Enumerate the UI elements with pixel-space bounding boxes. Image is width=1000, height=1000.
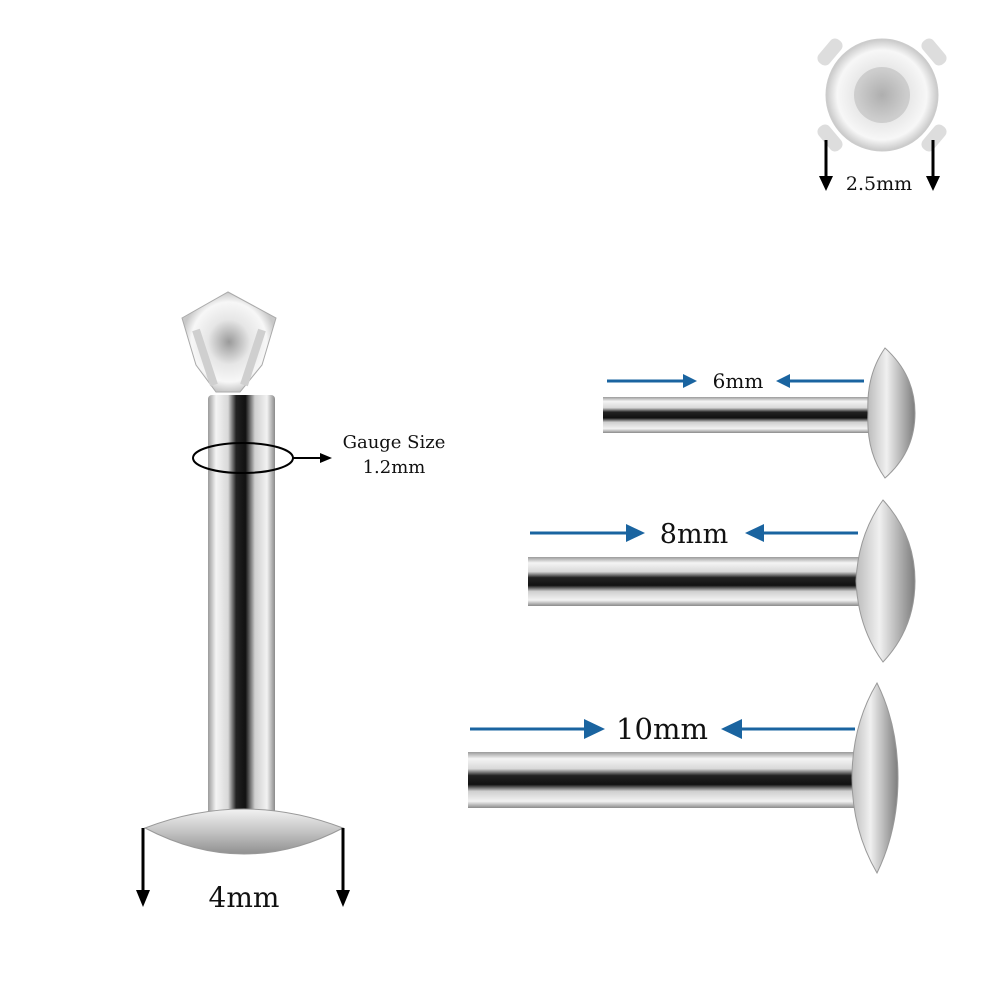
post-length-label: 10mm xyxy=(616,712,708,746)
disc-width-arrows xyxy=(136,828,350,907)
prong-icon xyxy=(817,38,843,66)
stud-shaft xyxy=(208,395,275,825)
post-shaft xyxy=(528,557,862,606)
disc-size-label: 4mm xyxy=(209,881,280,914)
gem-width-arrows xyxy=(819,140,940,191)
gem-detail: 2.5mm xyxy=(817,38,947,195)
post-shaft xyxy=(468,752,858,808)
post-10mm: 10mm xyxy=(468,681,899,875)
post-head xyxy=(851,681,899,875)
gauge-arrow-icon xyxy=(320,453,332,463)
gem-size-label: 2.5mm xyxy=(846,173,912,195)
gauge-value: 1.2mm xyxy=(363,457,426,478)
post-shaft xyxy=(603,397,870,433)
gauge-label: Gauge Size xyxy=(343,432,446,453)
post-8mm: 8mm xyxy=(528,499,916,663)
main-labret-stud: Gauge Size 1.2mm 4mm xyxy=(136,291,446,914)
post-6mm: 6mm xyxy=(603,347,916,479)
post-head xyxy=(855,499,916,663)
post-head xyxy=(867,347,916,479)
stud-disc-back xyxy=(143,808,345,855)
post-length-label: 6mm xyxy=(713,369,764,393)
post-length-label: 8mm xyxy=(660,519,728,550)
